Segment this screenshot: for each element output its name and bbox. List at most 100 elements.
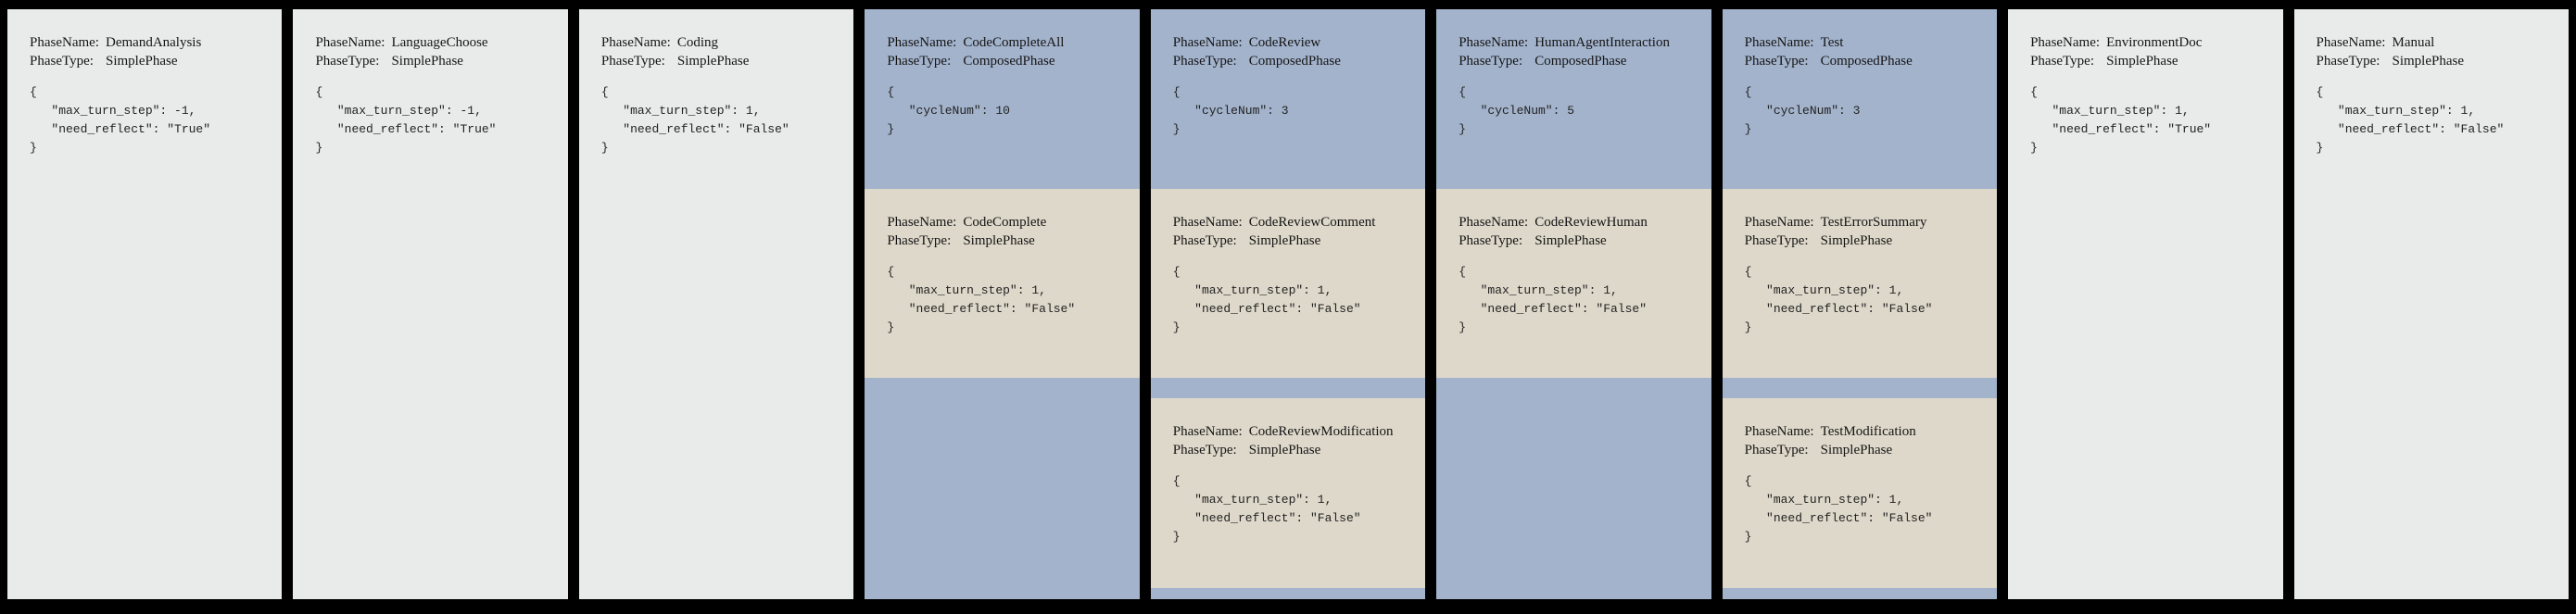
subphase-header: PhaseName:CodeComplete PhaseType: SimpleP… — [865, 189, 1139, 337]
phase-name-value: TestModification — [1820, 424, 1916, 439]
phase-column-code-review: PhaseName: CodeReview PhaseType:ComposedP… — [1150, 9, 1426, 599]
phase-header: PhaseName:Coding PhaseType:SimplePhase {… — [579, 9, 853, 157]
phase-name-value: CodeReview — [1248, 35, 1321, 50]
phase-type-value: SimplePhase — [1248, 233, 1321, 248]
phase-type-label: PhaseType: — [887, 54, 952, 69]
phase-type-row: PhaseType: SimplePhase — [1458, 232, 1698, 250]
subphase-box-test-modification: PhaseName: TestModification PhaseType: Sim… — [1722, 398, 1998, 588]
phase-column-manual: PhaseName:Manual PhaseType: SimplePhase {… — [2293, 9, 2569, 599]
phase-type-label: PhaseType: — [887, 233, 952, 248]
phase-config-json: { "cycleNum": 10 } — [887, 85, 1010, 136]
subphase-header: PhaseName: TestModification PhaseType: Sim… — [1723, 398, 1997, 546]
phase-type-label: PhaseType: — [1744, 233, 1809, 248]
phase-type-row: PhaseType: ComposedPhase — [1458, 52, 1698, 70]
phase-header: PhaseName: HumanAgentInteraction PhaseTyp… — [1436, 9, 1711, 139]
phase-type-row: PhaseType:ComposedPhase — [1173, 52, 1412, 70]
phase-name-label: PhaseName: — [30, 35, 99, 50]
phase-type-value: SimplePhase — [2392, 54, 2465, 69]
phase-config-json: { "max_turn_step": 1, "need_reflect": "F… — [1458, 265, 1648, 334]
phase-name-label: PhaseName: — [1458, 35, 1529, 50]
phase-name-value: Manual — [2392, 35, 2435, 50]
phase-config-json: { "cycleNum": 5 } — [1458, 85, 1575, 136]
phase-name-label: PhaseName: — [1172, 35, 1243, 50]
phase-type-row: PhaseType:SimplePhase — [601, 52, 840, 70]
phase-name-label: PhaseName: — [315, 35, 385, 50]
phase-name-value: CodeReviewHuman — [1534, 215, 1648, 230]
phase-name-row: PhaseName:Test — [1745, 33, 1984, 52]
subphase-box-code-review-comment: PhaseName:CodeReviewComment PhaseType: Si… — [1150, 189, 1426, 378]
phase-config-figure: PhaseName: DemandAnalysis PhaseType: Simpl… — [7, 9, 2569, 599]
phase-name-row: PhaseName:LanguageChoose — [315, 33, 554, 52]
phase-name-row: PhaseName: CodeCompleteAll — [887, 33, 1126, 52]
phase-name-label: PhaseName: — [1458, 215, 1529, 230]
phase-name-row: PhaseName: TestModification — [1745, 422, 1984, 441]
phase-name-value: TestErrorSummary — [1820, 215, 1927, 230]
phase-type-value: SimplePhase — [963, 233, 1035, 248]
subphase-header: PhaseName:CodeReviewComment PhaseType: Si… — [1151, 189, 1425, 337]
phase-type-row: PhaseType:SimplePhase — [30, 52, 269, 70]
phase-name-label: PhaseName: — [600, 35, 671, 50]
phase-type-row: PhaseType:SimplePhase — [1173, 441, 1412, 459]
phase-config-json: { "max_turn_step": 1, "need_reflect": "F… — [1172, 474, 1361, 544]
phase-type-label: PhaseType: — [315, 54, 380, 69]
phase-header: PhaseName:Manual PhaseType: SimplePhase {… — [2294, 9, 2569, 157]
phase-name-label: PhaseName: — [1172, 424, 1243, 439]
phase-name-label: PhaseName: — [1744, 424, 1814, 439]
phase-column-code-complete-all: PhaseName: CodeCompleteAll PhaseType: Comp… — [865, 9, 1140, 599]
subphase-header: PhaseName: CodeReviewHuman PhaseType: Simp… — [1436, 189, 1711, 337]
phase-name-row: PhaseName:CodeReviewComment — [1173, 213, 1412, 232]
phase-column-demand-analysis: PhaseName: DemandAnalysis PhaseType:Simpl… — [7, 9, 283, 599]
phase-name-row: PhaseName:CodeComplete — [887, 213, 1126, 232]
phase-name-value: CodeReviewComment — [1248, 215, 1376, 230]
phase-name-row: PhaseName:Manual — [2317, 33, 2556, 52]
phase-name-label: PhaseName: — [2030, 35, 2101, 50]
phase-name-value: EnvironmentDoc — [2106, 35, 2203, 50]
phase-type-row: PhaseType:SimplePhase — [2030, 52, 2269, 70]
phase-column-test: PhaseName:Test PhaseType: ComposedPhase {… — [1722, 9, 1998, 599]
phase-type-value: ComposedPhase — [963, 54, 1055, 69]
phase-name-label: PhaseName: — [1744, 215, 1814, 230]
phase-type-value: SimplePhase — [2106, 54, 2178, 69]
phase-config-json: { "max_turn_step": 1, "need_reflect": "F… — [1744, 265, 1933, 334]
phase-name-value: CodeReviewModification — [1248, 424, 1394, 439]
phase-type-label: PhaseType: — [1458, 54, 1523, 69]
phase-name-row: PhaseName: HumanAgentInteraction — [1458, 33, 1698, 52]
phase-config-json: { "max_turn_step": 1, "need_reflect": "F… — [1172, 265, 1361, 334]
phase-type-row: PhaseType: SimplePhase — [1173, 232, 1412, 250]
subphase-header: PhaseName:TestErrorSummary PhaseType:Sim… — [1723, 189, 1997, 337]
phase-name-row: PhaseName: TestErrorSummary — [1745, 213, 1984, 232]
phase-config-json: { "max_turn_step": -1, "need_reflect": "… — [30, 85, 211, 155]
phase-type-row: PhaseType: SimplePhase — [2317, 52, 2556, 70]
phase-header: PhaseName: CodeReview PhaseType:ComposedP… — [1151, 9, 1425, 139]
phase-header: PhaseName: DemandAnalysis PhaseType:Simpl… — [7, 9, 282, 157]
phase-name-value: CodeCompleteAll — [963, 35, 1065, 50]
phase-name-row: PhaseName: CodeReviewHuman — [1458, 213, 1698, 232]
phase-name-value: HumanAgentInteraction — [1534, 35, 1670, 50]
phase-name-row: PhaseName: DemandAnalysis — [30, 33, 269, 52]
phase-name-row: PhaseName:Coding — [601, 33, 840, 52]
phase-type-value: ComposedPhase — [1534, 54, 1627, 69]
phase-type-label: PhaseType: — [1172, 443, 1237, 457]
phase-name-value: CodeComplete — [963, 215, 1047, 230]
phase-type-label: PhaseType: — [1744, 443, 1809, 457]
phase-type-value: SimplePhase — [1820, 443, 1893, 457]
phase-name-label: PhaseName: — [887, 35, 957, 50]
phase-config-json: { "max_turn_step": 1, "need_reflect": "T… — [2030, 85, 2212, 155]
phase-type-value: SimplePhase — [391, 54, 463, 69]
phase-column-coding: PhaseName:Coding PhaseType:SimplePhase {… — [578, 9, 854, 599]
phase-type-value: SimplePhase — [1534, 233, 1607, 248]
phase-type-label: PhaseType: — [2316, 54, 2380, 69]
phase-type-value: ComposedPhase — [1820, 54, 1913, 69]
subphase-header: PhaseName: CodeReviewModification PhaseTy… — [1151, 398, 1425, 546]
phase-header: PhaseName: CodeCompleteAll PhaseType: Comp… — [865, 9, 1139, 139]
phase-type-label: PhaseType: — [1458, 233, 1523, 248]
phase-config-json: { "max_turn_step": 1, "need_reflect": "F… — [1744, 474, 1933, 544]
phase-type-row: PhaseType: SimplePhase — [887, 232, 1126, 250]
phase-type-label: PhaseType: — [1172, 54, 1237, 69]
phase-config-json: { "max_turn_step": 1, "need_reflect": "F… — [2316, 85, 2505, 155]
phase-type-value: SimplePhase — [106, 54, 178, 69]
subphase-box-code-complete: PhaseName:CodeComplete PhaseType: SimpleP… — [865, 189, 1140, 378]
phase-config-json: { "max_turn_step": 1, "need_reflect": "F… — [600, 85, 789, 155]
phase-type-label: PhaseType: — [1172, 233, 1237, 248]
phase-name-value: DemandAnalysis — [106, 35, 202, 50]
